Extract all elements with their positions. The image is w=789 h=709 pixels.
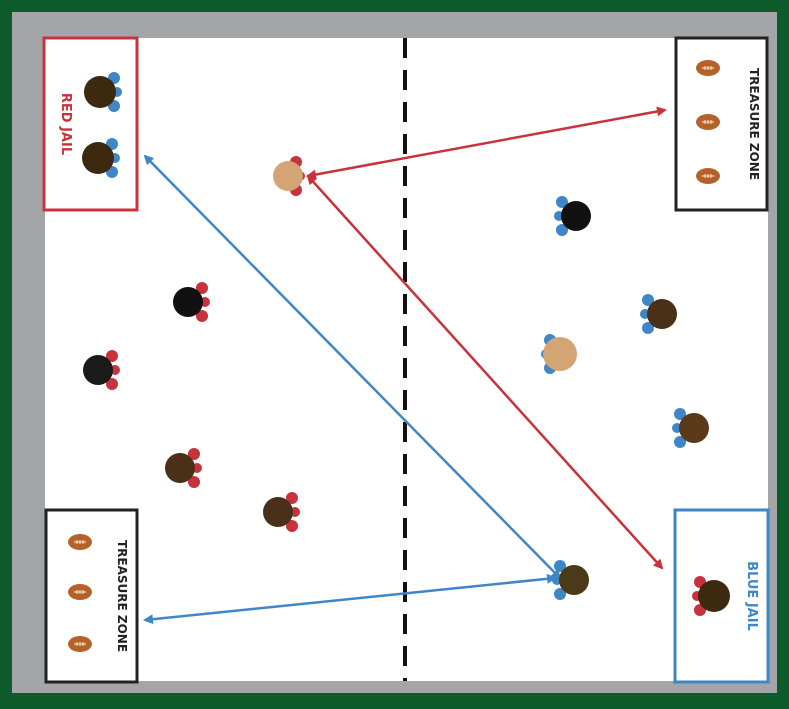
- treasure-zone-bottom-left: TREASURE ZONE: [44, 508, 139, 684]
- blue-player-in-red-jail: [82, 138, 120, 178]
- blue-arrow-to-treasure: [143, 573, 557, 625]
- blue-player: [640, 294, 677, 334]
- blue-player: [541, 334, 577, 374]
- football-icon: [67, 583, 93, 601]
- football-icon: [695, 113, 721, 131]
- football-icon: [695, 167, 721, 185]
- red-player-in-blue-jail: [692, 576, 730, 616]
- red-player: [173, 282, 210, 322]
- football-icon: [67, 635, 93, 653]
- red-player: [273, 156, 305, 196]
- blue-player: [552, 560, 589, 600]
- blue-player-in-red-jail: [84, 72, 122, 112]
- treasure-zone-bottom-left-label: TREASURE ZONE: [115, 540, 129, 652]
- red-jail-label: RED JAIL: [58, 93, 73, 155]
- blue-jail-label: BLUE JAIL: [744, 561, 759, 631]
- red-player: [263, 492, 300, 532]
- blue-player: [554, 196, 591, 236]
- blue-arrow-to-red-jail: [143, 154, 562, 580]
- football-icon: [67, 533, 93, 551]
- red-player: [165, 448, 202, 488]
- treasure-zone-top-right: TREASURE ZONE: [674, 36, 769, 212]
- blue-player: [672, 408, 709, 448]
- football-icon: [695, 59, 721, 77]
- red-jail: RED JAIL: [42, 36, 139, 212]
- treasure-zone-top-right-label: TREASURE ZONE: [747, 68, 761, 180]
- red-player: [83, 350, 120, 390]
